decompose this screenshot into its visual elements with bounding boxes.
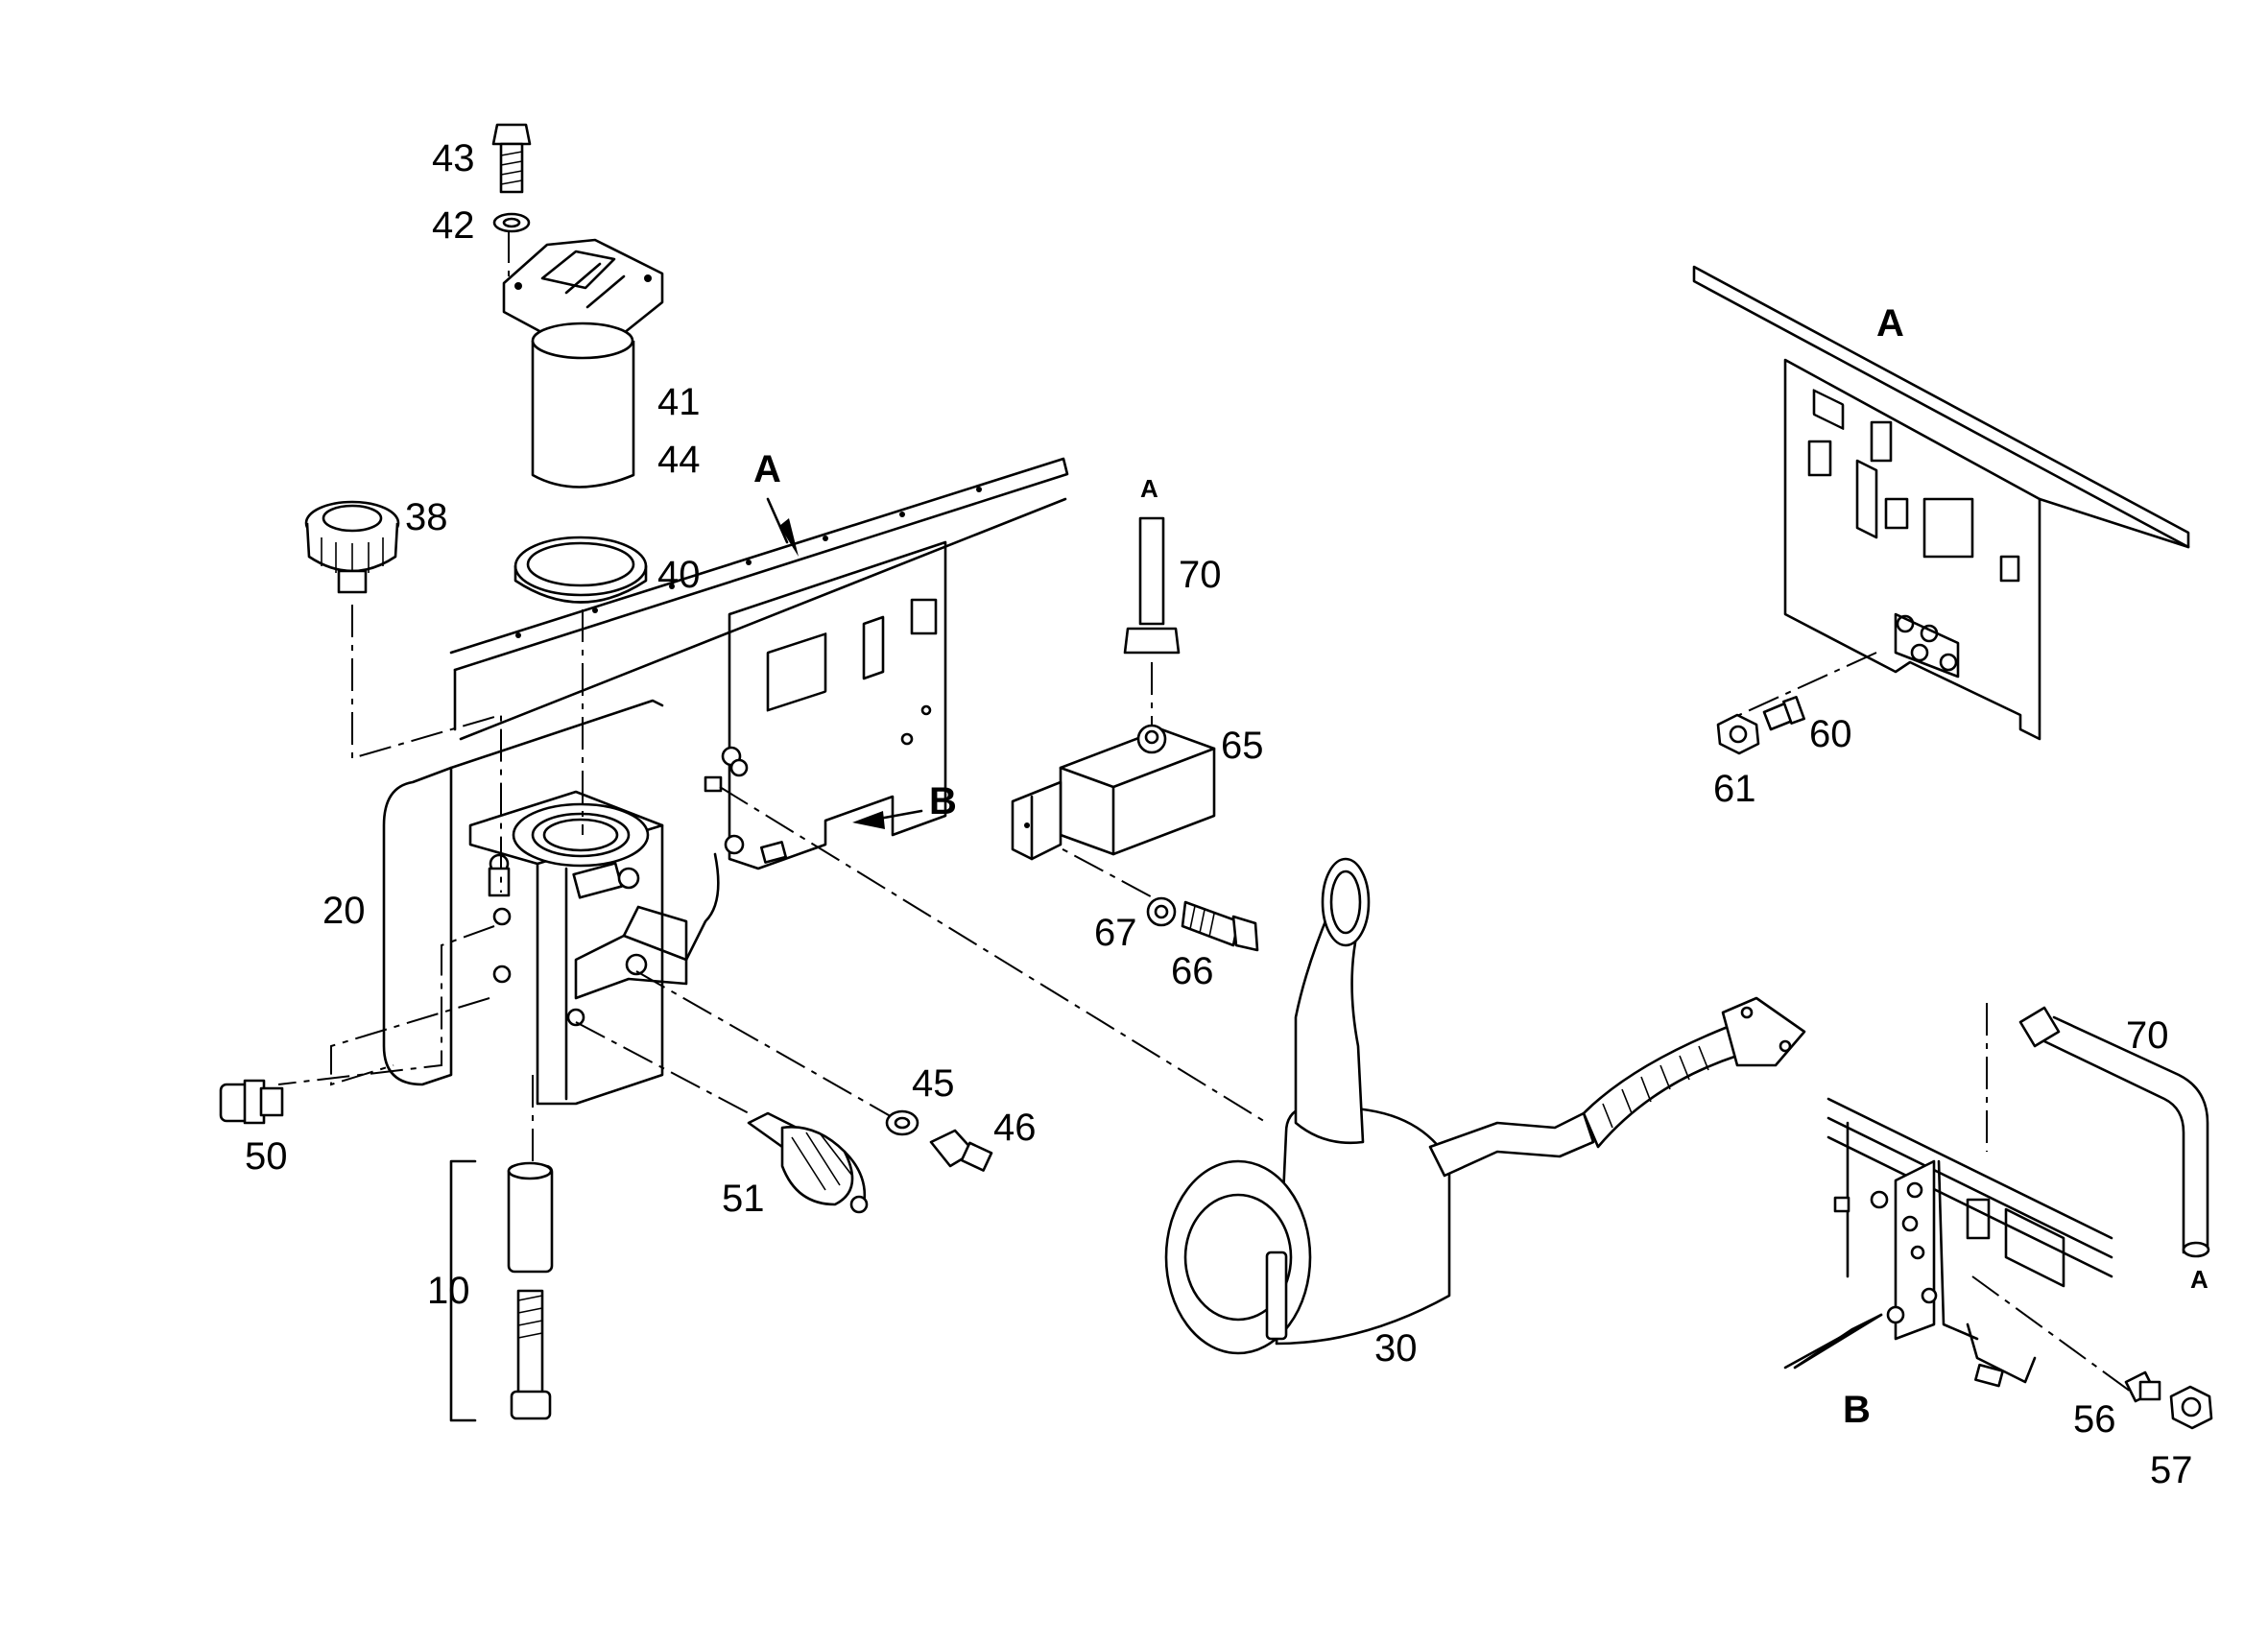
filter-element-41-44 [531, 322, 635, 488]
label-43: 43 [432, 137, 475, 179]
solenoid-65 [1011, 724, 1216, 861]
label-20: 20 [322, 890, 366, 932]
label-57: 57 [2150, 1449, 2193, 1491]
label-65: 65 [1221, 725, 1264, 767]
view-label-b-main: B [929, 780, 957, 822]
view-label-a-main: A [753, 448, 781, 490]
label-30: 30 [1374, 1327, 1418, 1370]
detail-b [1783, 1097, 2113, 1388]
view-label-a-pipe-end: A [2190, 1265, 2208, 1294]
washer-42 [492, 212, 531, 233]
label-66: 66 [1171, 950, 1214, 992]
knob-38 [304, 500, 400, 594]
washer-45 [885, 1109, 919, 1136]
label-50: 50 [245, 1135, 288, 1178]
switch-46 [929, 1129, 993, 1172]
label-45: 45 [912, 1062, 955, 1105]
label-51: 51 [722, 1178, 765, 1220]
fitting-50 [219, 1079, 284, 1125]
bolt-66 [1181, 900, 1259, 952]
filter-cover [502, 238, 664, 347]
fitting-60 [1762, 696, 1805, 731]
label-38: 38 [405, 496, 448, 538]
muffler-30 [1164, 857, 1806, 1355]
label-70-top: 70 [1179, 554, 1222, 596]
label-10: 10 [427, 1270, 470, 1312]
rod-70-top [1123, 516, 1181, 655]
label-42: 42 [432, 204, 475, 247]
label-56: 56 [2073, 1398, 2116, 1441]
label-70-detail: 70 [2126, 1014, 2169, 1057]
filter-bracket-body-20 [382, 699, 787, 1106]
label-67: 67 [1094, 912, 1137, 954]
nut-61 [1716, 713, 1760, 755]
detail-a [1692, 265, 2190, 741]
view-label-a-detail: A [1876, 302, 1904, 345]
spring-connector-51 [747, 1111, 869, 1214]
label-41: 41 [657, 381, 701, 423]
view-label-b-detail: B [1843, 1389, 1871, 1431]
label-46: 46 [993, 1107, 1037, 1149]
bolt-43 [491, 123, 532, 194]
spacer-and-bolt-10 [449, 1159, 554, 1422]
view-label-a-pipe-top: A [1140, 474, 1158, 503]
label-40: 40 [657, 554, 701, 596]
mounting-plate [728, 540, 947, 870]
washer-67 [1146, 896, 1177, 927]
label-44: 44 [657, 439, 701, 481]
rod-70-detail [2018, 1006, 2210, 1258]
nut-57 [2169, 1385, 2213, 1430]
frame-rail [449, 457, 1069, 741]
label-60: 60 [1809, 713, 1852, 755]
view-arrow-b [852, 809, 923, 829]
fitting-56 [2124, 1370, 2161, 1403]
assembly-lines [277, 230, 2132, 1393]
view-arrow-a [766, 497, 799, 557]
seal-ring-40 [513, 536, 648, 604]
label-61: 61 [1713, 768, 1756, 810]
